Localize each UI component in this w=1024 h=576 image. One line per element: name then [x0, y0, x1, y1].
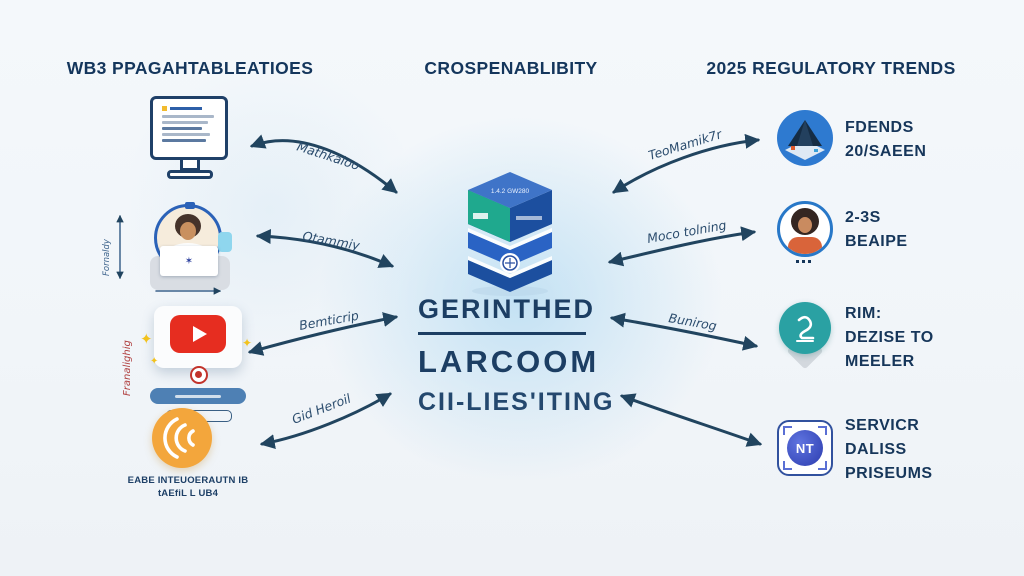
play-triangle-icon	[193, 326, 207, 342]
right-item-3-label: RIM: DEZISE TO MEELER	[845, 305, 934, 370]
pin-glyph-icon	[796, 315, 815, 342]
nt-badge-icon: NT	[777, 420, 833, 476]
ring-side-tab	[218, 232, 232, 252]
sparkle-icon: ✦	[140, 331, 153, 348]
monitor-screen	[150, 96, 228, 160]
video-card	[154, 306, 242, 368]
corner-mark-icon	[783, 426, 792, 435]
left-column-caption: EABE INTEUOERAUTN IB tAEfiL L UB4	[108, 474, 268, 500]
center-title-line-2: LARCOOM	[418, 343, 600, 379]
document-heading	[162, 106, 218, 111]
title-divider	[418, 332, 586, 335]
monitor-base	[167, 170, 213, 179]
laptop: ✶	[160, 246, 218, 276]
right-item-1-label: FDENDS 20/SAEEN	[845, 119, 927, 160]
pin-circle	[779, 302, 831, 354]
avatar-face	[798, 217, 812, 233]
stack-top-label: 1.4.2 GW280	[491, 188, 530, 195]
city-pyramid-icon	[777, 110, 833, 166]
ring-notch	[185, 202, 195, 209]
avatar-shirt	[788, 237, 822, 254]
signal-circle-icon	[152, 408, 212, 468]
corner-mark-icon	[783, 461, 792, 470]
channel-emblem-icon	[190, 366, 208, 384]
caption-line-1: EABE INTEUOERAUTN IB	[127, 475, 249, 486]
play-button-icon	[170, 315, 226, 353]
document-badge-icon	[162, 106, 167, 111]
sparkle-icon: ✦	[242, 336, 253, 350]
stacked-blocks-icon: 1.4.2 GW280	[468, 172, 552, 296]
person-laptop-icon: ✶	[142, 202, 238, 300]
center-title-block: GERINTHED LARCOOM CII-LIES'ITING	[418, 294, 614, 417]
video-card-icon: ✦ ✦ ✦	[138, 300, 262, 424]
header-right-column: 2025 REGULATORY TRENDS	[706, 58, 956, 78]
center-title-line-3: CII-LIES'ITING	[418, 387, 615, 416]
vertical-label-blue: Fornaldy	[102, 238, 112, 276]
sparkle-icon: ✦	[150, 356, 159, 367]
center-title-line-1: GERINTHED	[418, 294, 596, 324]
document-preview	[162, 106, 218, 145]
avatar-woman-icon	[777, 201, 833, 257]
nt-badge-text: NT	[787, 430, 823, 466]
right-item-4-label: SERVICR DALISS PRISEUMS	[845, 417, 933, 482]
header-center-column: CROSPENABLIBITY	[424, 58, 598, 78]
vertical-label-red: Franalighig	[122, 340, 133, 396]
avatar-underline-scribble	[796, 260, 814, 263]
monitor-document-icon	[150, 96, 230, 179]
right-item-2-label: 2-3S BEAIPE	[845, 209, 908, 250]
subscribe-pill	[150, 388, 246, 404]
laptop-logo-icon: ✶	[184, 255, 194, 267]
signal-arcs-icon	[163, 417, 195, 459]
avatar-face	[180, 222, 196, 240]
monitor-stand	[180, 160, 200, 171]
corner-mark-icon	[818, 426, 827, 435]
location-pin-icon	[779, 302, 831, 372]
header-left-column: WB3 PPAGAHTABLEATIOES	[66, 58, 314, 78]
corner-mark-icon	[818, 461, 827, 470]
caption-line-2: tAEfiL L UB4	[157, 488, 219, 499]
